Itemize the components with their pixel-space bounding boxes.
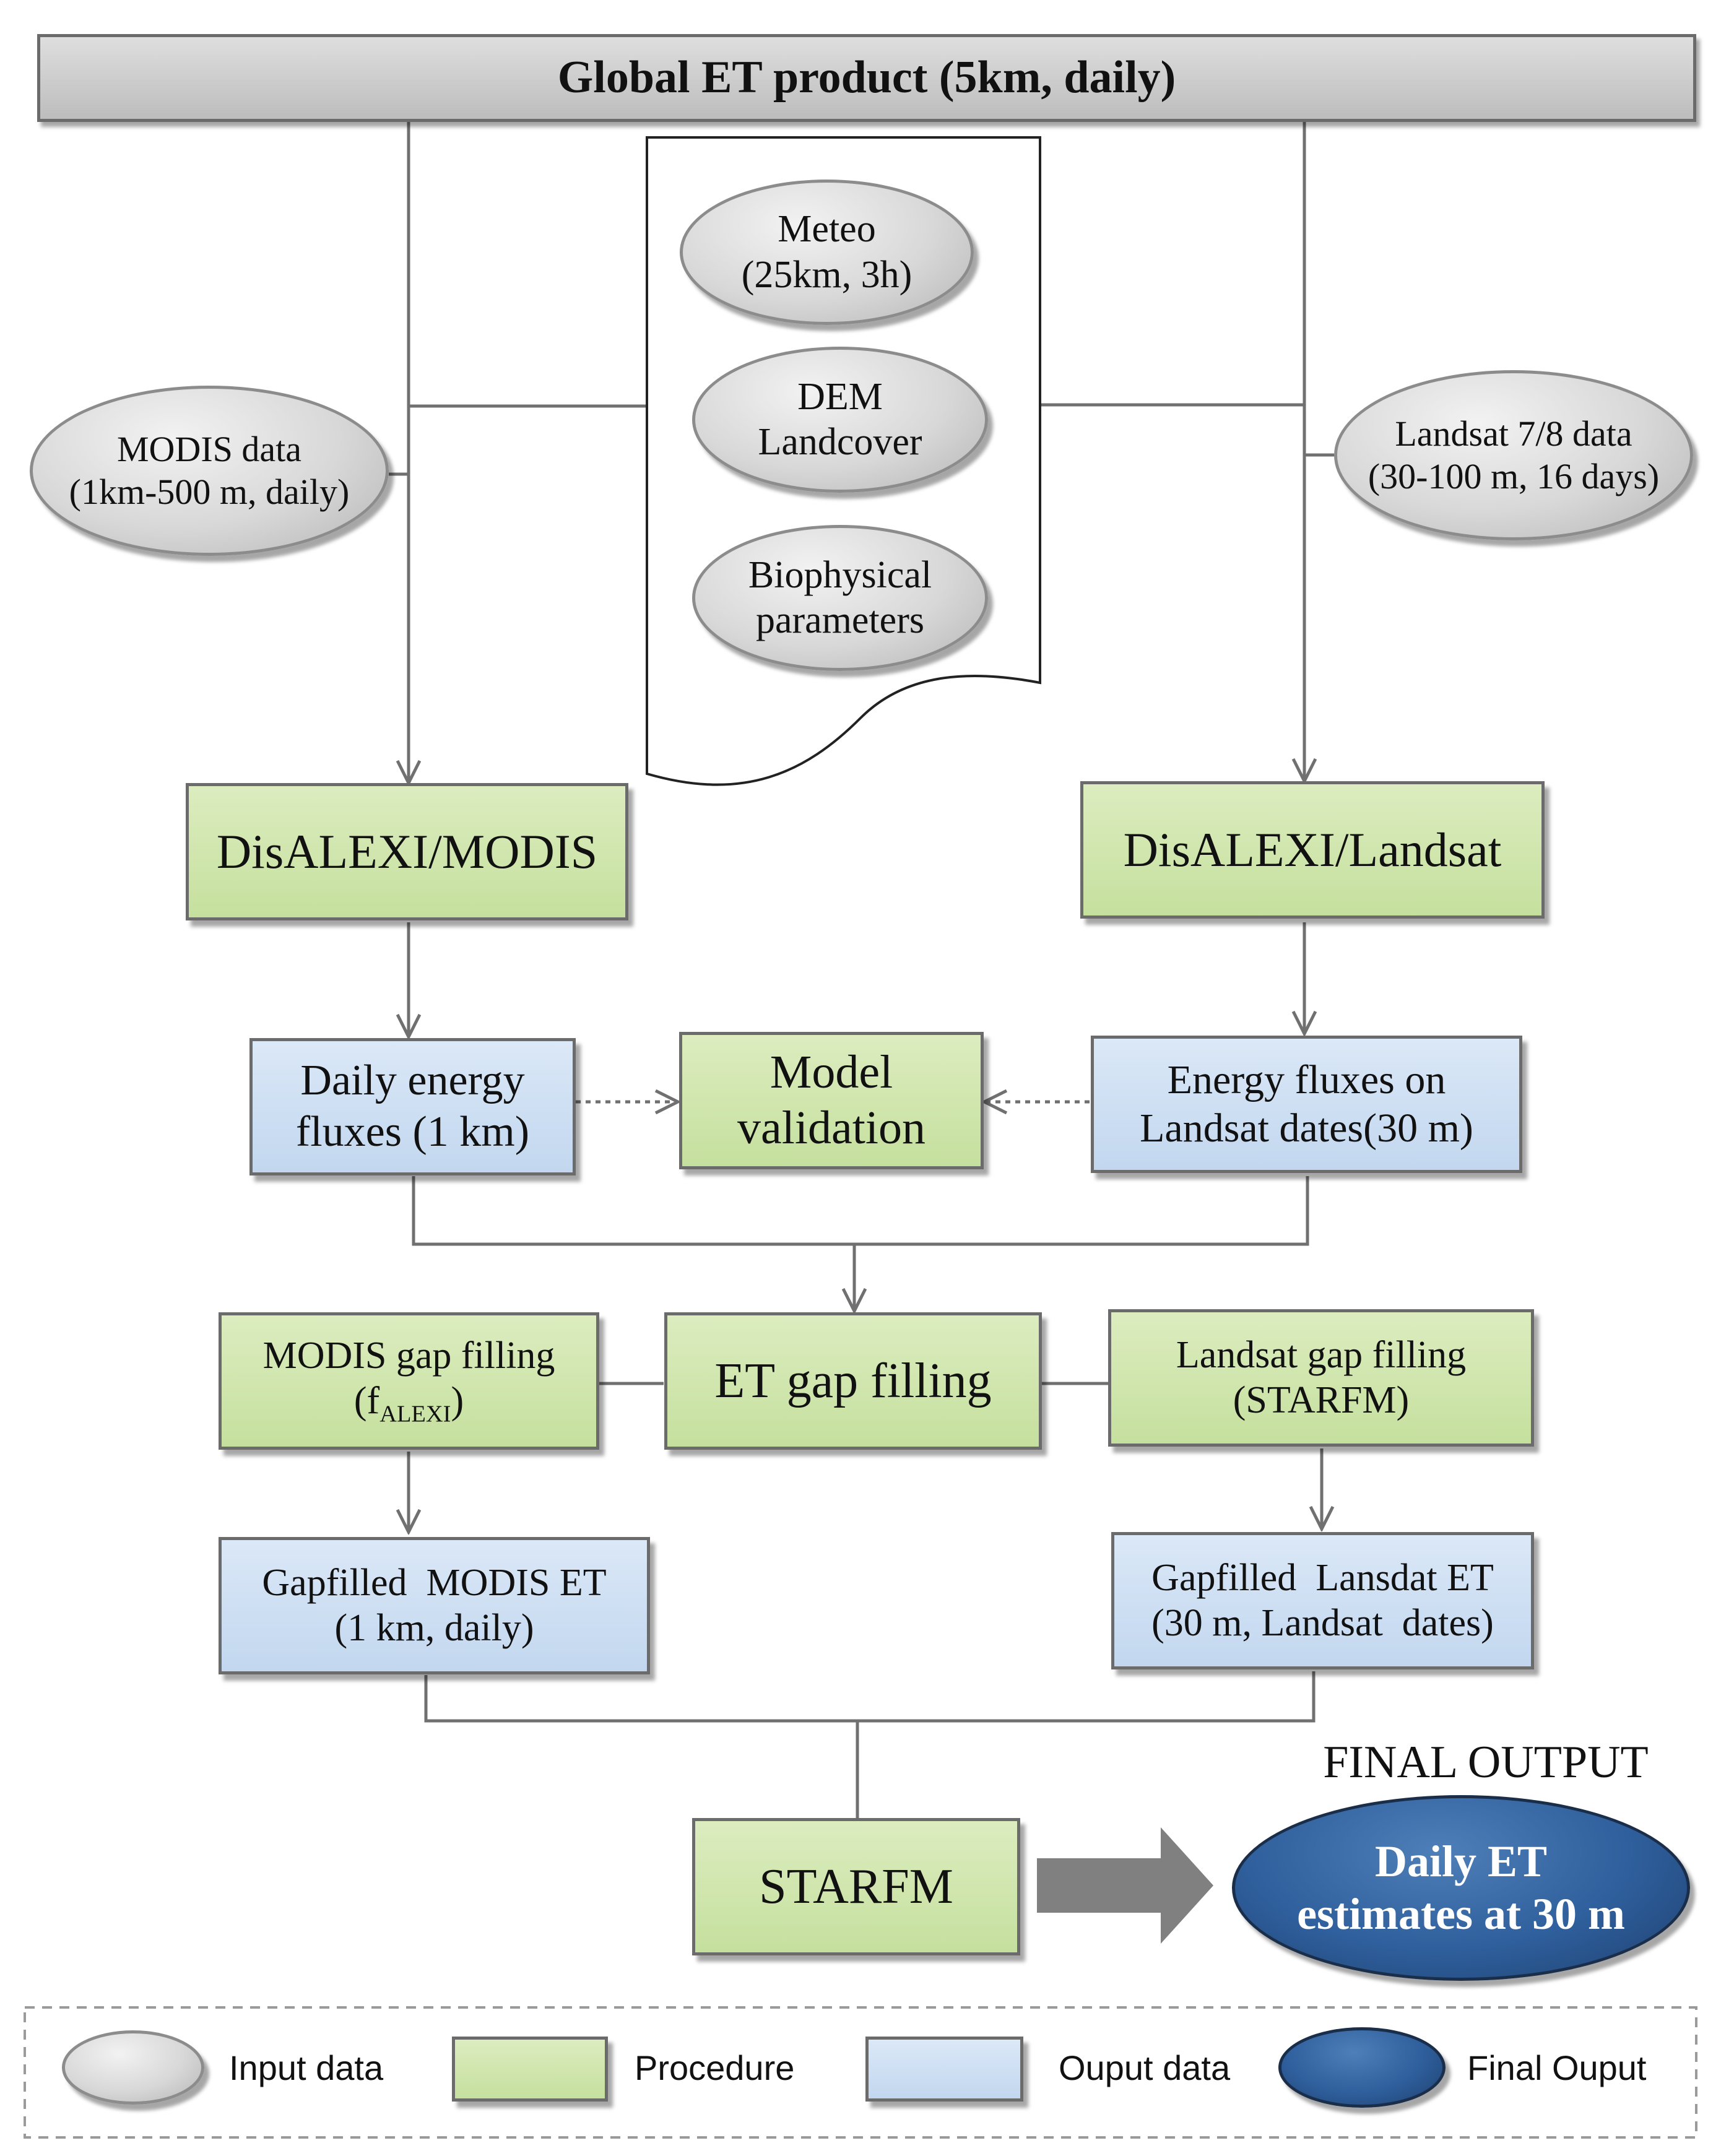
global-et-product-bar: Global ET product (5km, daily) [37, 34, 1696, 122]
final-line2: estimates at 30 m [1297, 1889, 1625, 1939]
disalexi-modis-label: DisALEXI/MODIS [216, 824, 598, 878]
modis-data-line2: (1km-500 m, daily) [69, 471, 350, 512]
landsat-data-line2: (30-100 m, 16 days) [1368, 456, 1660, 496]
et-gap-filling-label: ET gap filling [714, 1353, 992, 1408]
big-arrow [1037, 1827, 1213, 1944]
landsat-gap-filling-box: Landsat gap filling (STARFM) [1108, 1309, 1534, 1447]
biophysical-line2: parameters [756, 599, 924, 641]
legend-final-label: Final Ouput [1467, 2048, 1647, 2087]
starfm-box: STARFM [692, 1818, 1020, 1955]
dem-landcover-input: DEM Landcover [692, 347, 988, 493]
gf-modis-line2: (1 km, daily) [334, 1607, 534, 1649]
daily-et-final-output: Daily ET estimates at 30 m [1232, 1795, 1690, 1981]
starfm-label: STARFM [759, 1859, 953, 1914]
final-output-heading: FINAL OUTPUT [1323, 1737, 1649, 1788]
legend-procedure-label: Procedure [635, 2048, 795, 2087]
biophysical-line1: Biophysical [748, 553, 932, 596]
legend-input-label: Input data [229, 2048, 384, 2087]
disalexi-landsat-label: DisALEXI/Landsat [1123, 822, 1502, 877]
gf-landsat-line2: (30 m, Landsat dates) [1151, 1602, 1494, 1644]
daily-energy-fluxes-box: Daily energy fluxes (1 km) [249, 1038, 576, 1175]
model-validation-line2: validation [737, 1102, 926, 1154]
modis-gap-filling-box: MODIS gap filling (fALEXI) [219, 1312, 599, 1450]
modis-gap-f: (f [353, 1380, 380, 1422]
gf-landsat-line1: Gapfilled Lansdat ET [1151, 1556, 1494, 1599]
biophysical-parameters-input: Biophysical parameters [692, 525, 988, 671]
landsat-gap-line1: Landsat gap filling [1176, 1333, 1467, 1376]
landsat-fluxes-line1: Energy fluxes on [1167, 1057, 1446, 1103]
meteo-input: Meteo (25km, 3h) [680, 180, 974, 325]
modis-gap-line1: MODIS gap filling [262, 1335, 555, 1377]
connector-gf-merge [424, 1671, 1316, 1723]
landsat-data-line1: Landsat 7/8 data [1395, 413, 1632, 454]
legend-procedure-swatch [452, 2037, 608, 2102]
model-validation-box: Model validation [679, 1032, 984, 1169]
legend-final-swatch [1278, 2027, 1446, 2108]
modis-data-input: MODIS data (1km-500 m, daily) [30, 386, 389, 556]
modis-gap-alexi-subscript: ALEXI [379, 1401, 451, 1427]
landsat-gap-line2: (STARFM) [1233, 1379, 1410, 1421]
modis-gap-line2: (fALEXI) [354, 1379, 464, 1429]
legend-output-label: Ouput data [1059, 2048, 1231, 2087]
gf-modis-line1: Gapfilled MODIS ET [262, 1561, 607, 1604]
legend-output-swatch [865, 2037, 1023, 2102]
disalexi-modis-box: DisALEXI/MODIS [186, 783, 628, 920]
landsat-data-input: Landsat 7/8 data (30-100 m, 16 days) [1334, 370, 1693, 540]
disalexi-landsat-box: DisALEXI/Landsat [1080, 781, 1545, 919]
gapfilled-modis-et-box: Gapfilled MODIS ET (1 km, daily) [219, 1537, 650, 1674]
dem-line2: Landcover [758, 421, 922, 463]
meteo-line2: (25km, 3h) [741, 253, 913, 296]
modis-gap-close-paren: ) [451, 1380, 464, 1422]
meteo-line1: Meteo [778, 208, 876, 251]
daily-fluxes-line2: fluxes (1 km) [295, 1108, 530, 1156]
gapfilled-landsat-et-box: Gapfilled Lansdat ET (30 m, Landsat date… [1111, 1532, 1534, 1669]
connector-fluxes-merge [412, 1176, 1309, 1246]
legend-input-swatch [62, 2030, 204, 2105]
modis-data-line1: MODIS data [116, 429, 301, 470]
daily-fluxes-line1: Daily energy [300, 1057, 525, 1105]
landsat-energy-fluxes-box: Energy fluxes on Landsat dates(30 m) [1091, 1036, 1522, 1173]
final-line1: Daily ET [1374, 1837, 1548, 1887]
dem-line1: DEM [797, 375, 883, 418]
et-gap-filling-box: ET gap filling [664, 1312, 1042, 1450]
global-et-product-label: Global ET product (5km, daily) [557, 52, 1176, 103]
model-validation-line1: Model [769, 1046, 893, 1099]
landsat-fluxes-line2: Landsat dates(30 m) [1140, 1106, 1473, 1151]
legend-frame [24, 2006, 1697, 2139]
